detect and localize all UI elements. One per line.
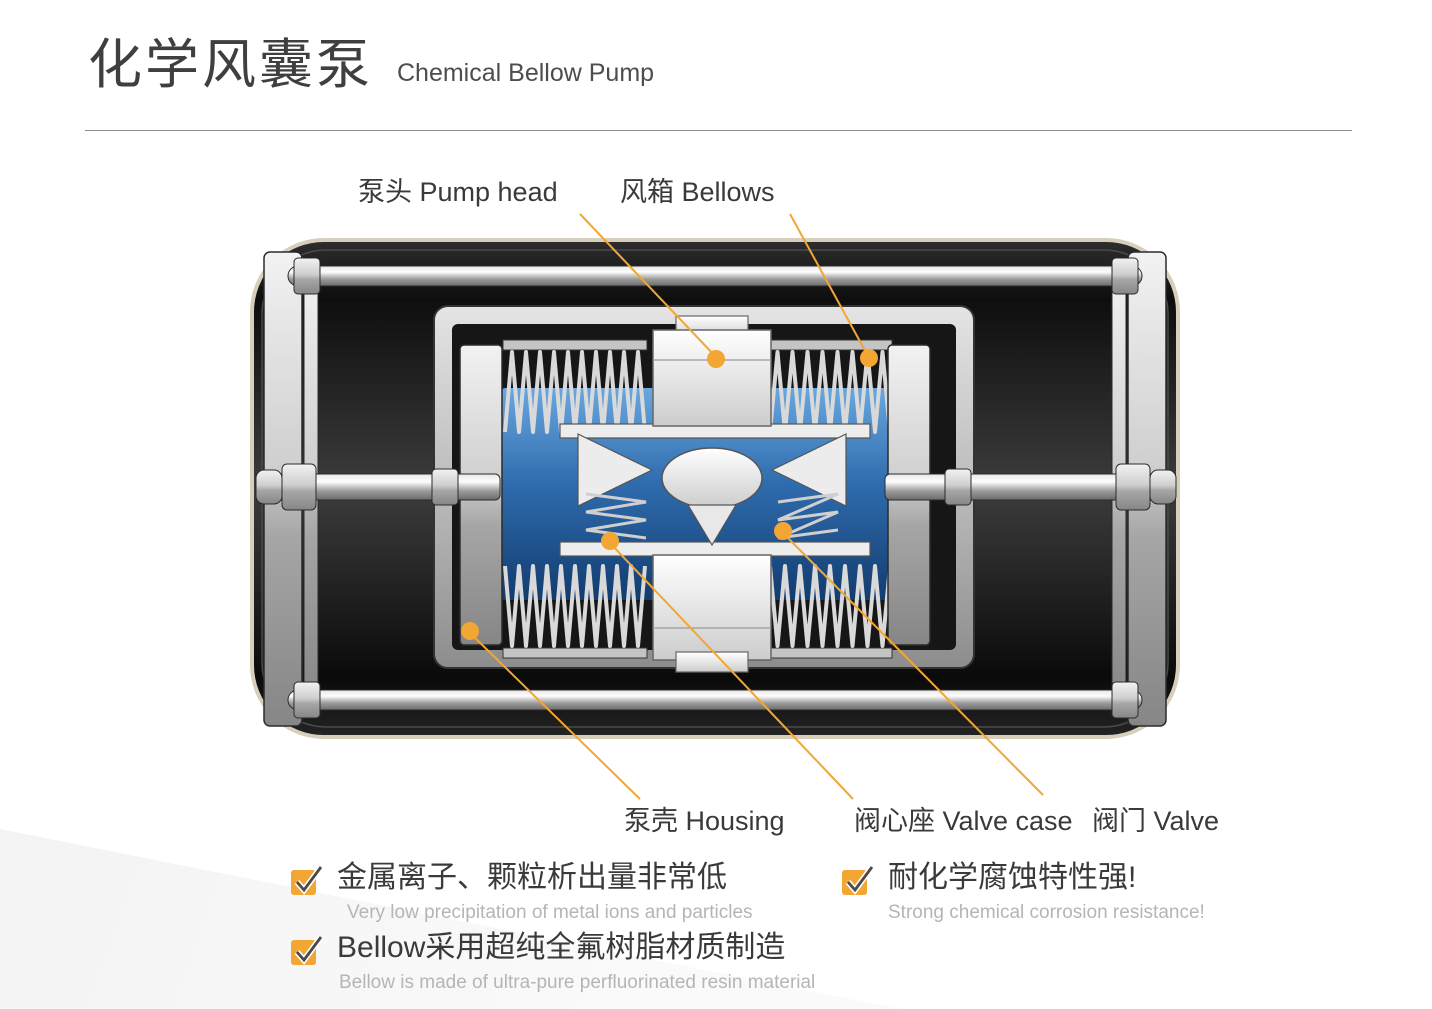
check-icon bbox=[291, 935, 324, 965]
label-housing: 泵壳 Housing bbox=[624, 806, 785, 836]
feature-metal-ions: 金属离子、颗粒析出量非常低 Very low precipitation of … bbox=[289, 861, 753, 924]
feature-title: 耐化学腐蚀特性强! bbox=[888, 861, 1137, 894]
dot-bellows bbox=[860, 349, 878, 367]
check-icon bbox=[842, 865, 875, 895]
dot-housing bbox=[461, 622, 479, 640]
callout-dots bbox=[461, 349, 878, 640]
dot-valve bbox=[774, 522, 792, 540]
feature-subtitle: Bellow is made of ultra-pure perfluorina… bbox=[339, 971, 816, 993]
page-title-zh: 化学风囊泵 bbox=[88, 35, 373, 95]
label-bellows: 风箱 Bellows bbox=[620, 177, 775, 207]
feature-subtitle: Strong chemical corrosion resistance! bbox=[888, 901, 1205, 923]
dot-valve-case bbox=[601, 532, 619, 550]
label-pump-head: 泵头 Pump head bbox=[358, 177, 558, 207]
feature-corrosion: 耐化学腐蚀特性强! Strong chemical corrosion resi… bbox=[840, 861, 1205, 924]
tie-rods bbox=[287, 257, 1143, 719]
check-icon bbox=[291, 865, 324, 895]
page-title-en: Chemical Bellow Pump bbox=[397, 59, 655, 87]
pump-head-block bbox=[652, 315, 772, 673]
feature-bellow-material: Bellow采用超纯全氟树脂材质制造 Bellow is made of ult… bbox=[289, 931, 815, 994]
drive-shaft bbox=[255, 463, 1177, 511]
feature-subtitle: Very low precipitation of metal ions and… bbox=[347, 901, 753, 923]
callout-lines bbox=[469, 213, 1044, 800]
dot-pump-head bbox=[707, 350, 725, 368]
label-valve-case: 阀心座 Valve case bbox=[854, 806, 1073, 836]
label-valve: 阀门 Valve bbox=[1092, 806, 1220, 836]
feature-title: Bellow采用超纯全氟树脂材质制造 bbox=[337, 931, 786, 964]
feature-title: 金属离子、颗粒析出量非常低 bbox=[337, 861, 727, 894]
header-divider bbox=[85, 130, 1352, 131]
page-header: 化学风囊泵 Chemical Bellow Pump bbox=[88, 38, 654, 92]
valve-assembly bbox=[559, 423, 871, 557]
